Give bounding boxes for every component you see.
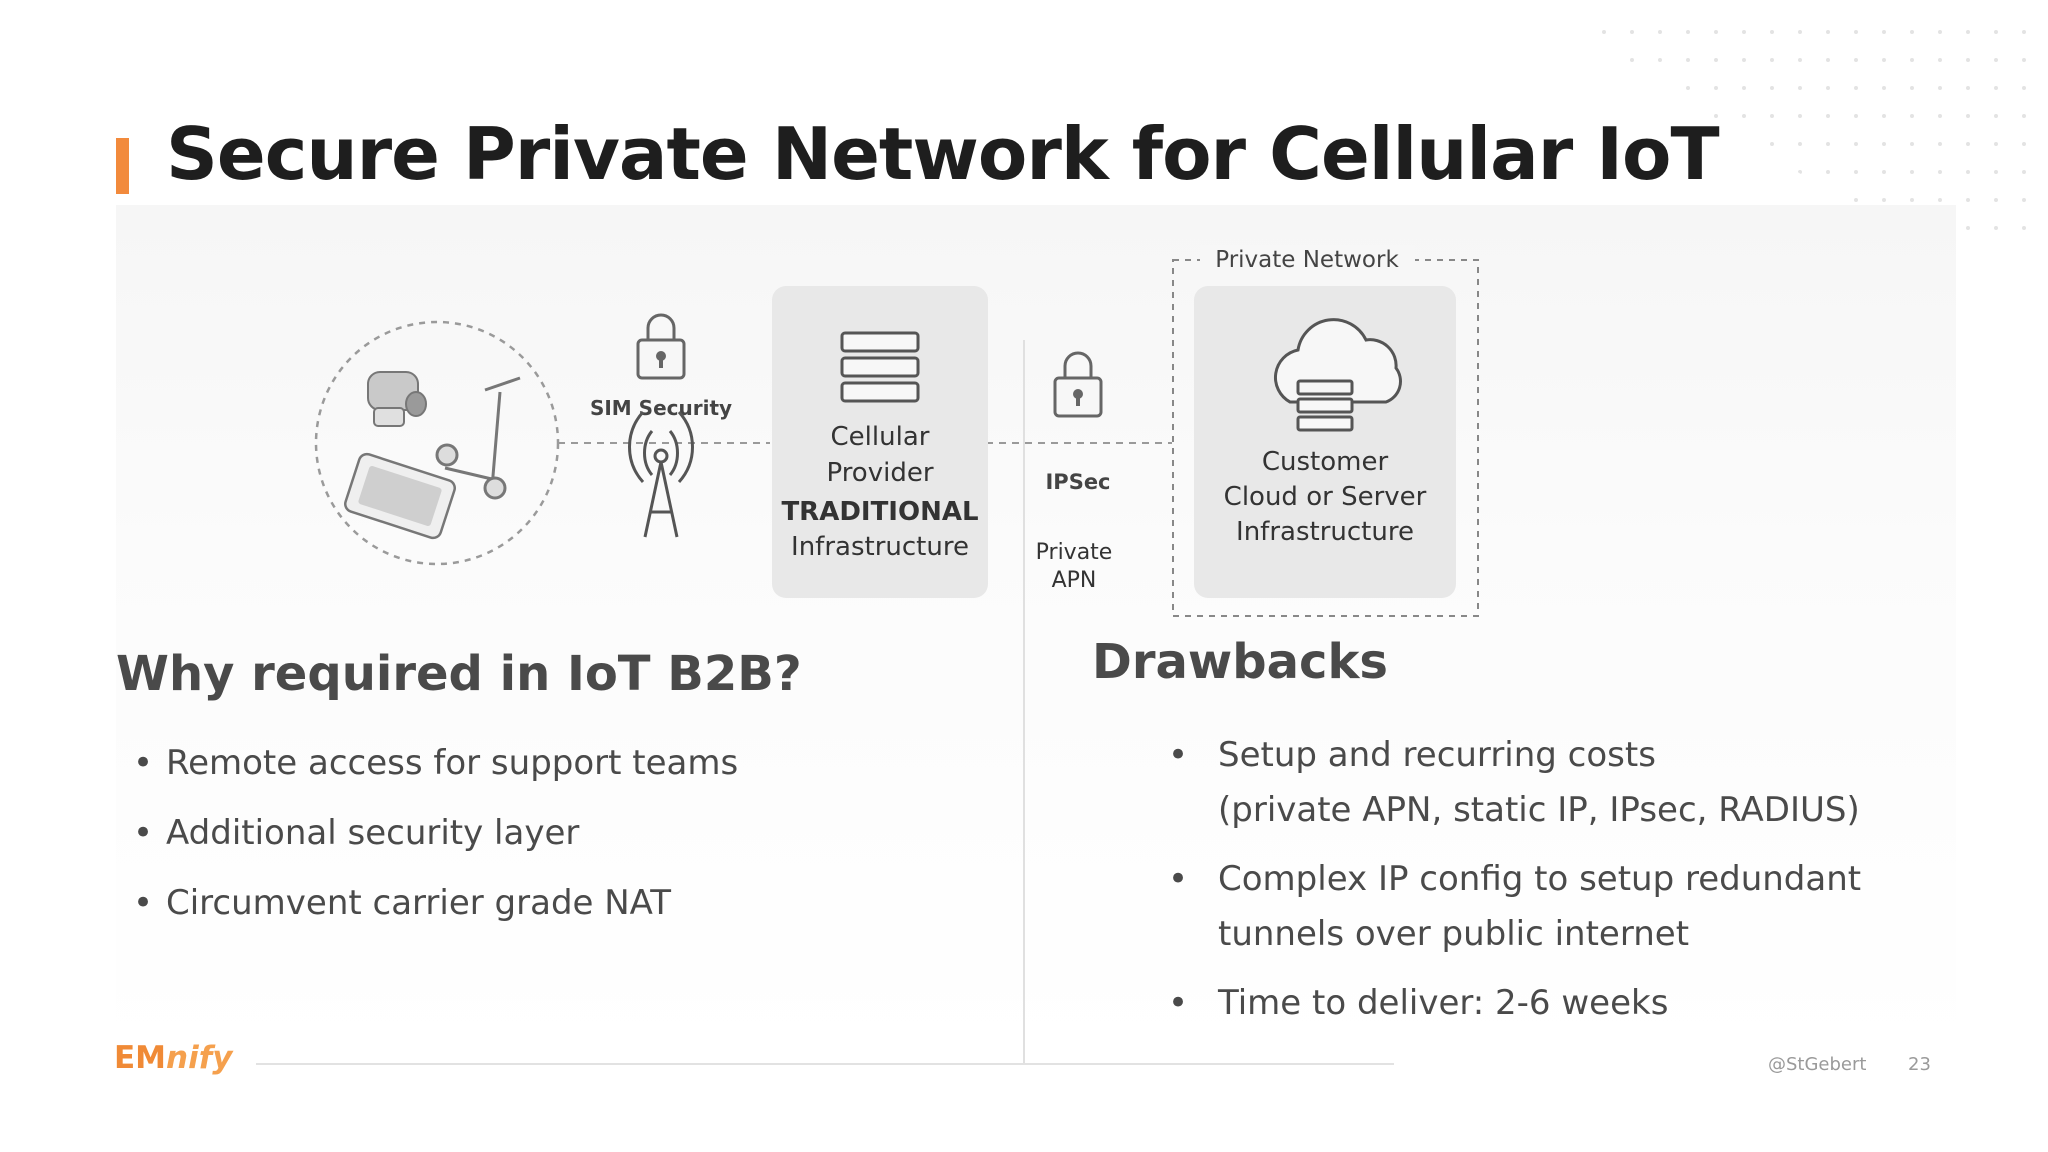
why-list: Remote access for support teams Addition… xyxy=(133,740,738,950)
provider-line3: TRADITIONAL xyxy=(781,497,978,527)
title-accent-bar xyxy=(116,138,129,194)
camera-sensor-icon xyxy=(367,371,427,427)
dot-pattern-decoration xyxy=(1548,10,2048,250)
drawbacks-heading: Drawbacks xyxy=(1092,634,1388,690)
sim-security-label: SIM Security xyxy=(590,396,732,420)
page-number: 23 xyxy=(1908,1054,1931,1075)
customer-line1: Customer xyxy=(1262,447,1389,477)
drawbacks-list: Setup and recurring costs (private APN, … xyxy=(1168,728,1862,1045)
private-apn-line1: Private xyxy=(1036,540,1113,565)
list-item: Circumvent carrier grade NAT xyxy=(133,880,738,950)
logo-em: EM xyxy=(114,1040,167,1076)
why-heading: Why required in IoT B2B? xyxy=(116,646,802,702)
list-item: Additional security layer xyxy=(133,810,738,880)
private-apn-line2: APN xyxy=(1052,568,1097,593)
list-item: Time to deliver: 2-6 weeks xyxy=(1168,976,1861,1031)
list-item: Complex IP config to setup redundant tun… xyxy=(1168,852,1862,962)
server-stack-icon xyxy=(840,331,920,403)
list-item-line: Complex IP config to setup redundant xyxy=(1218,859,1862,899)
author-handle: @StGebert xyxy=(1768,1054,1867,1075)
list-item: Remote access for support teams xyxy=(133,740,738,810)
footer-divider xyxy=(256,1063,1394,1065)
customer-line3: Infrastructure xyxy=(1236,517,1414,547)
ipsec-padlock-icon xyxy=(1053,351,1103,418)
provider-line1: Cellular xyxy=(831,422,930,452)
cell-tower-icon xyxy=(628,410,694,538)
tablet-icon xyxy=(344,452,456,540)
provider-line4: Infrastructure xyxy=(791,532,969,562)
iot-devices-group xyxy=(314,320,560,566)
ipsec-label: IPSec xyxy=(1045,470,1110,494)
cellular-provider-box: Cellular Provider TRADITIONAL Infrastruc… xyxy=(772,286,988,598)
provider-line2: Provider xyxy=(826,458,933,488)
customer-infrastructure-box: Customer Cloud or Server Infrastructure xyxy=(1194,286,1456,598)
list-item: Setup and recurring costs (private APN, … xyxy=(1168,728,1861,838)
list-item-line: (private APN, static IP, IPsec, RADIUS) xyxy=(1218,790,1860,830)
scooter-icon xyxy=(435,376,521,500)
customer-line2: Cloud or Server xyxy=(1224,482,1427,512)
padlock-icon xyxy=(636,313,686,380)
emnify-logo: EMnify xyxy=(114,1040,232,1076)
private-network-label: Private Network xyxy=(1215,247,1399,273)
slide-title: Secure Private Network for Cellular IoT xyxy=(166,112,1720,196)
list-item-line: Setup and recurring costs xyxy=(1218,735,1656,775)
private-network-frame xyxy=(1172,259,1479,617)
logo-nify: nify xyxy=(166,1040,233,1076)
list-item-line: Time to deliver: 2-6 weeks xyxy=(1218,983,1669,1023)
cloud-server-icon xyxy=(1273,318,1402,432)
list-item-line: tunnels over public internet xyxy=(1218,914,1690,954)
